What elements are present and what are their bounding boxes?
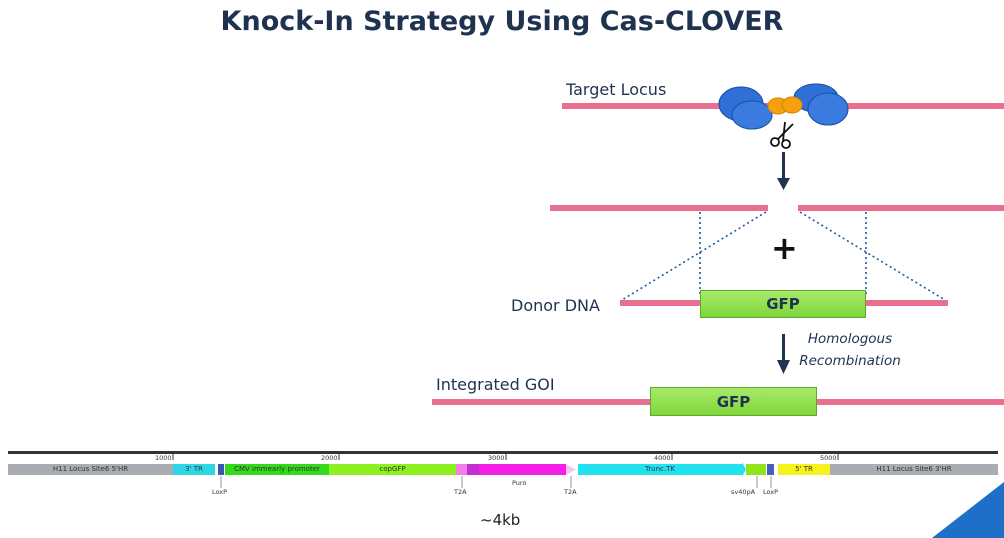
- donor-dna-label: Donor DNA: [511, 296, 600, 315]
- segment-5tr: 5' TR: [778, 464, 830, 475]
- feature-label-puro: Puro: [512, 479, 527, 487]
- construct-ruler: [8, 451, 998, 454]
- feature-leader-lines: [220, 476, 772, 488]
- homology-lines: [621, 211, 946, 301]
- tick-label: 5000: [820, 454, 837, 462]
- tick-label: 1000: [155, 454, 172, 462]
- feature-label-sv40pa: sv40pA: [731, 488, 756, 496]
- segment-loxp: [218, 464, 224, 475]
- segment-5hr: H11 Locus Site6 5'HR: [8, 464, 173, 475]
- tick-label: 2000: [321, 454, 338, 462]
- tick-label: 4000: [654, 454, 671, 462]
- down-arrow-icon: [777, 152, 790, 190]
- feature-label-loxp-2: LoxP: [763, 488, 779, 496]
- segment-3hr: H11 Locus Site6 3'HR: [830, 464, 998, 475]
- slide-title: Knock-In Strategy Using Cas-CLOVER: [220, 6, 784, 37]
- segment-loxp-2: [767, 464, 774, 475]
- cut-strand-right: [798, 205, 1004, 211]
- recombination-label: Recombination: [799, 353, 901, 369]
- cut-strand-left: [550, 205, 768, 211]
- down-arrow-icon-2: [777, 334, 790, 374]
- segment-sv40pa: [746, 464, 766, 475]
- feature-label-t2a: T2A: [454, 488, 467, 496]
- donor-gfp-box: GFP: [700, 290, 866, 318]
- feature-label-loxp: LoxP: [212, 488, 228, 496]
- tick-label: 3000: [488, 454, 505, 462]
- integrated-goi-label: Integrated GOI: [436, 375, 555, 394]
- segment-puro: [479, 464, 566, 475]
- corner-accent: [932, 482, 1004, 538]
- segment-cmv: CMV immearly promoter: [225, 464, 329, 475]
- feature-label-t2a-2: T2A: [564, 488, 577, 496]
- segment-t2a-1: [456, 464, 467, 475]
- target-locus-label: Target Locus: [566, 80, 667, 99]
- segment-3tr: 3' TR: [173, 464, 215, 475]
- segment-trunc-tk: Trunc.TK: [578, 464, 742, 475]
- homologous-label: Homologous: [807, 331, 893, 347]
- segment-copgfp: copGFP: [329, 464, 456, 475]
- segment-puro-start: [467, 464, 479, 475]
- ruler-ticks: [172, 454, 839, 460]
- scissors-icon: [770, 121, 794, 149]
- integrated-gfp-box: GFP: [650, 387, 817, 416]
- plus-sign: +: [771, 229, 798, 267]
- construct-size-label: ~4kb: [480, 511, 521, 529]
